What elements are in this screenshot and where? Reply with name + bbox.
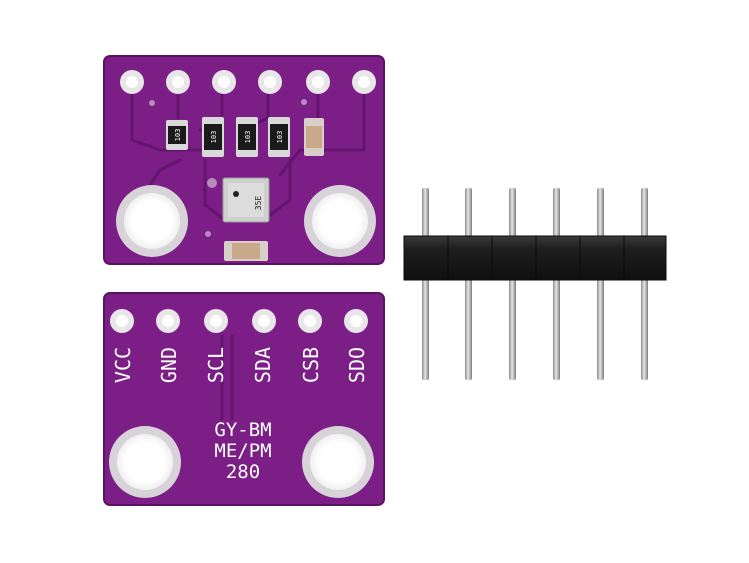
model-line-3: 280 (226, 461, 260, 483)
back-pad-1 (110, 309, 134, 333)
back-board: VCC GND SCL SDA CSB SDO GY-BM ME/PM 280 (103, 292, 385, 506)
back-board-traces (220, 335, 234, 420)
back-board-model-text: GY-BM ME/PM 280 (214, 419, 271, 483)
front-mounting-hole-left (116, 185, 188, 257)
back-pad-5 (298, 309, 322, 333)
resistor-r4-marking: 103 (276, 131, 284, 144)
header-pin-2 (465, 188, 472, 380)
header-pin-3 (509, 188, 516, 380)
back-pad-2 (156, 309, 180, 333)
pin-label-csb: CSB (299, 347, 323, 383)
back-mounting-hole-left (109, 426, 181, 498)
front-board-vias (149, 99, 307, 237)
back-mounting-hole-right (302, 426, 374, 498)
front-board-pads (120, 70, 376, 94)
bme280-sensor-chip: 35E (222, 177, 270, 223)
header-pin-5 (597, 188, 604, 380)
front-pad-2 (166, 70, 190, 94)
resistor-r4: 103 (268, 117, 290, 157)
back-board-pads (110, 309, 368, 333)
pin-label-sdo: SDO (345, 347, 369, 383)
front-pad-1 (120, 70, 144, 94)
front-board-resistors: 103 103 103 103 (166, 117, 324, 157)
model-line-2: ME/PM (214, 440, 271, 462)
resistor-r1-marking: 103 (174, 129, 182, 142)
back-pad-3 (204, 309, 228, 333)
back-pad-6 (344, 309, 368, 333)
back-board-pin-labels: VCC GND SCL SDA CSB SDO (111, 347, 369, 383)
header-pin-4 (553, 188, 560, 380)
sensor-chip-marking: 35E (254, 196, 263, 211)
front-mounting-hole-right (304, 185, 376, 257)
capacitor-c1 (304, 118, 324, 156)
pin-label-vcc: VCC (111, 347, 135, 383)
pin-label-scl: SCL (204, 347, 228, 383)
front-pad-5 (306, 70, 330, 94)
pin-header (403, 188, 667, 380)
header-plastic-body (403, 235, 667, 281)
header-pin-6 (641, 188, 648, 380)
resistor-r1: 103 (166, 120, 188, 150)
resistor-r3-marking: 103 (244, 131, 252, 144)
front-pad-6 (352, 70, 376, 94)
front-pad-4 (258, 70, 282, 94)
resistor-r2: 103 (202, 117, 224, 157)
back-pad-4 (252, 309, 276, 333)
pin-label-sda: SDA (251, 347, 275, 383)
model-line-1: GY-BM (214, 419, 271, 441)
front-pad-3 (212, 70, 236, 94)
header-pins (422, 188, 648, 380)
front-board: 103 103 103 103 (103, 55, 385, 265)
pin-label-gnd: GND (157, 347, 181, 383)
resistor-r3: 103 (236, 117, 258, 157)
resistor-r2-marking: 103 (210, 131, 218, 144)
capacitor-c2 (224, 241, 268, 261)
header-pin-1 (422, 188, 429, 380)
